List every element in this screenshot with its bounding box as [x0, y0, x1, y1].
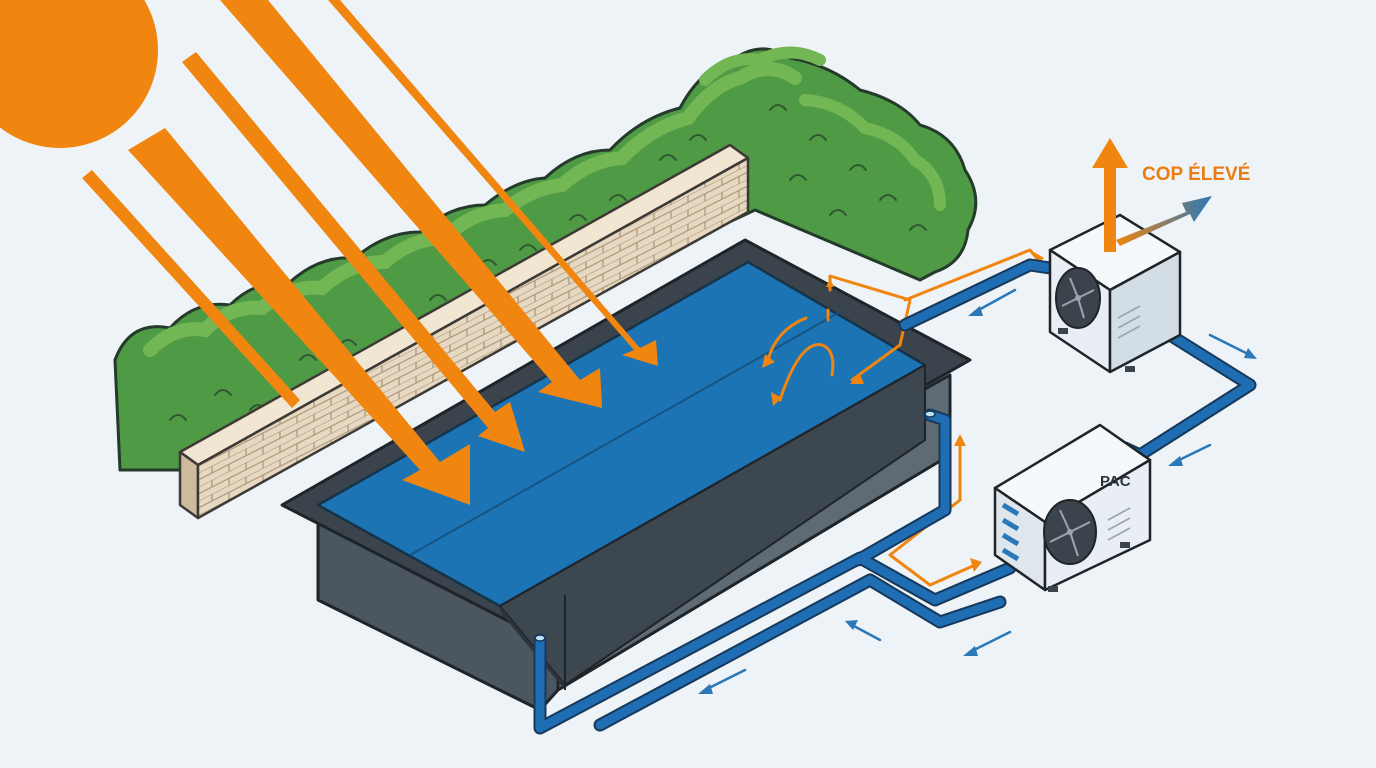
- sun-icon: [0, 0, 158, 148]
- up-arrow-icon: [1092, 138, 1212, 252]
- cop-label: COP ÉLEVÉ: [1142, 163, 1250, 185]
- sun-rays: [82, 0, 658, 505]
- pac-label: PAC: [1100, 473, 1131, 490]
- heat-flow-arrowheads: [762, 252, 1044, 572]
- heat-pump-upper: [1048, 213, 1182, 374]
- heat-pump-pac: [993, 423, 1152, 592]
- fan-icon: [1043, 499, 1097, 565]
- pipe-inlets: [534, 410, 936, 642]
- flow-arrow-icon: [698, 288, 1257, 694]
- fan-icon: [1055, 267, 1101, 329]
